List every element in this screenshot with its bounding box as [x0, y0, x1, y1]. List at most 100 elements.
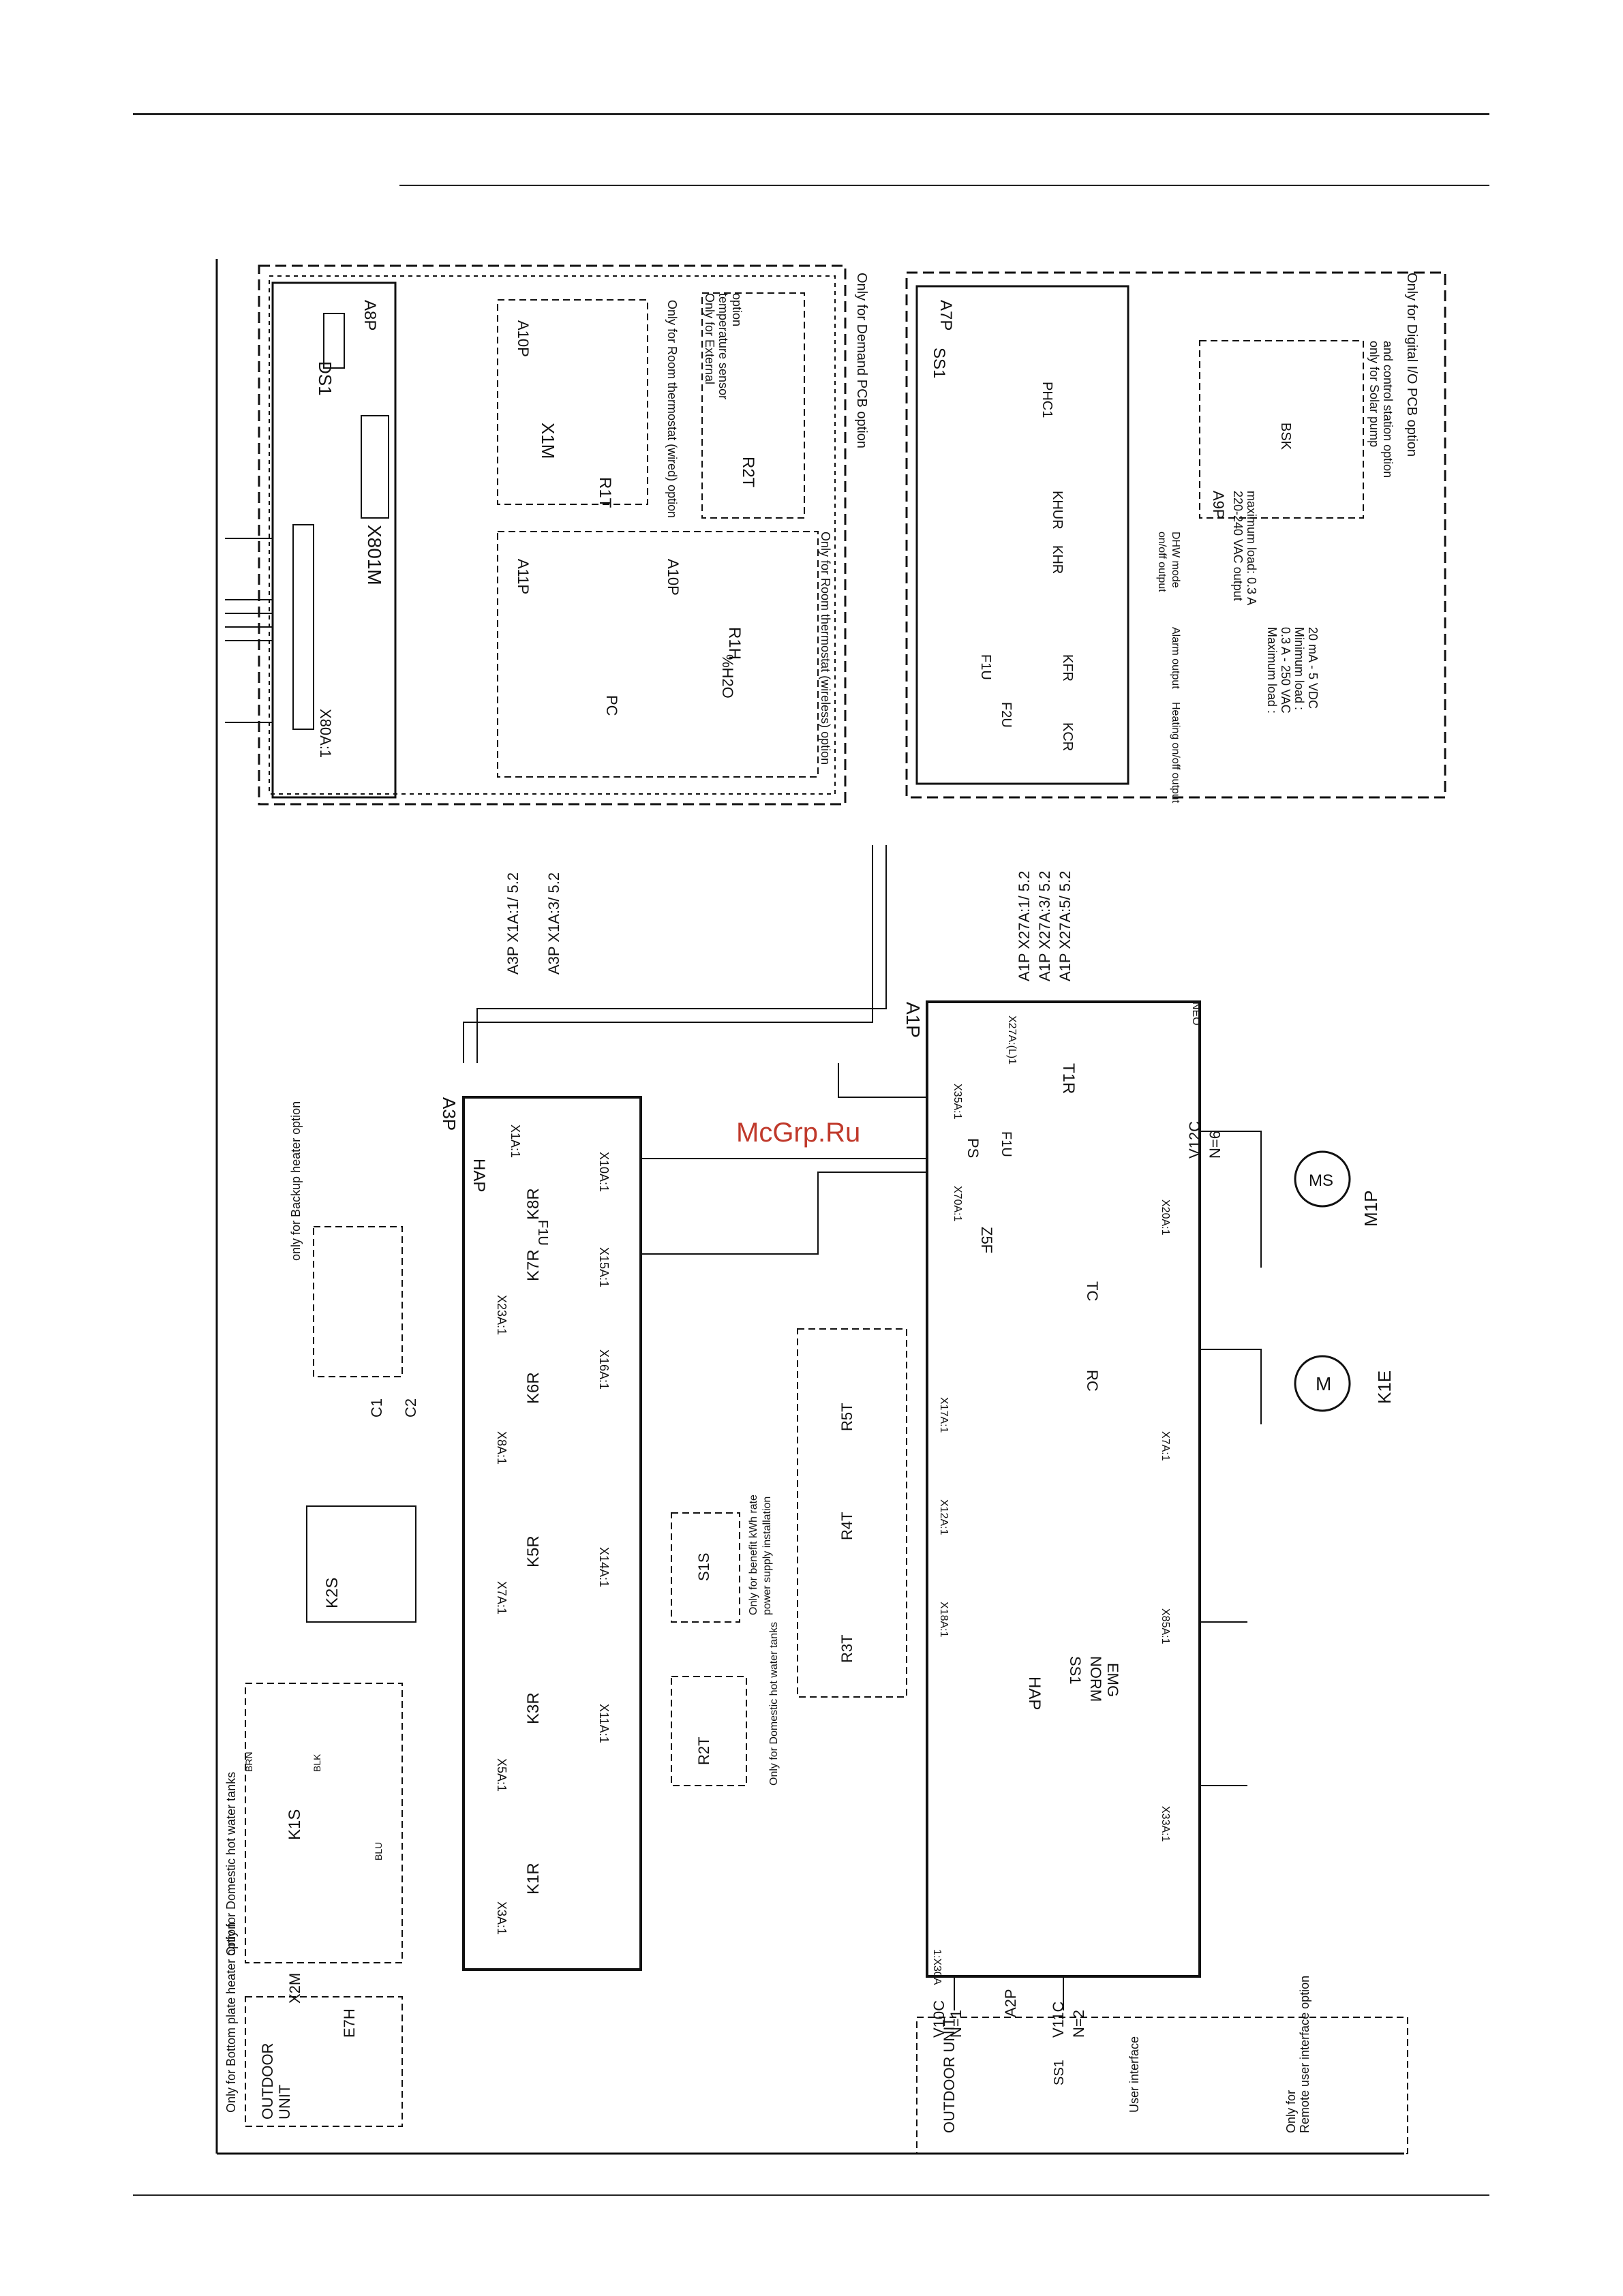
remote-ui-note-2: Remote user interface option [1298, 1976, 1311, 2133]
brn-wire: BRN [243, 1751, 254, 1772]
r5t-label: R5T [838, 1403, 855, 1431]
a7p-onoff-output: on/off output [1156, 532, 1168, 592]
ext-sensor-note-3: option [730, 293, 744, 326]
r1t-wired-label: R1T [596, 477, 614, 508]
ref-a1p-x27a-3: A1P X27A:3/ 5.2 [1036, 871, 1053, 981]
n1-label: N=1 [947, 2010, 965, 2038]
a3p-x3a: X3A:1 [495, 1901, 509, 1935]
a7p-khur: KHUR [1050, 491, 1065, 530]
thermistor-group: R5T R4T R3T [797, 1328, 907, 1698]
ref-a1p-x27a-5: A1P X27A:5/ 5.2 [1057, 871, 1074, 981]
v10c-label: V10C [930, 2000, 947, 2038]
r4t-label: R4T [838, 1512, 855, 1540]
a1p-neo: NEO [1190, 1002, 1202, 1026]
room-thermostat-wired: A10P Only for Room thermostat (wired) op… [497, 299, 679, 518]
blk-wire: BLK [312, 1754, 322, 1772]
r1h-label: R1H [725, 627, 744, 660]
a1p-ps: PS [965, 1138, 982, 1158]
a3p-x8a: X8A:1 [495, 1431, 509, 1465]
a3p-x23a: X23A:1 [495, 1295, 509, 1335]
k1e-motor: M K1E [1294, 1355, 1395, 1412]
a7p-khr: KHR [1050, 545, 1065, 574]
a1p-x7a: X7A:1 [1159, 1431, 1171, 1461]
backup-heater-note: only for Backup heater option [289, 1101, 303, 1261]
a3p-x15a: X15A:1 [597, 1247, 611, 1287]
a1p-t1r: T1R [1059, 1063, 1078, 1094]
a7p-load-6: 20 mA - 5 VDC [1306, 627, 1320, 709]
dhw-tanks-note: Only for Domestic hot water tanks [224, 1772, 238, 1956]
a7p-load-1: 220-240 VAC output [1231, 491, 1245, 601]
a1p-ss1: SS1 [1067, 1656, 1084, 1685]
a8p-ds1-label: DS1 [315, 361, 335, 396]
a8p-title: A8P [361, 300, 379, 331]
a8p-x801m-label: X801M [364, 525, 385, 585]
v12c-label: V12C [1186, 1121, 1203, 1159]
e7h-label: E7H [341, 2008, 358, 2038]
a3p-hap-label: HAP [470, 1159, 488, 1192]
n2-label: N=2 [1070, 2010, 1087, 2038]
header-rule-top [133, 113, 1489, 115]
a8p-ds1-switch [323, 313, 345, 369]
m1p-ms-label: MS [1309, 1172, 1333, 1190]
a1p-board: A1P HAP SS1 NORM EMG PS Z5F F1U T1R TC R… [902, 1000, 1202, 1985]
a7p-dhw-mode: DHW mode [1170, 532, 1181, 588]
k1s-label: K1S [286, 1809, 304, 1840]
x2m-bph-label: X2M [286, 1973, 303, 2004]
a1p-emg: EMG [1104, 1663, 1121, 1697]
ref-a3p-x1a-3: A3P X1A:3/ 5.2 [545, 872, 562, 975]
capacitors: C1 C2 [368, 1398, 419, 1418]
k1e-label: K1E [1374, 1371, 1395, 1404]
benefit-note-2: power supply installation [761, 1497, 773, 1615]
blu-wire: BLU [373, 1842, 384, 1861]
user-interface-block: OUTDOOR UNIT A2P SS1 User interface Only… [916, 1976, 1408, 2154]
a1p-x30a: 1:X30A [931, 1949, 943, 1985]
a1p-norm: NORM [1087, 1656, 1104, 1702]
m1p-label: M1P [1361, 1191, 1381, 1227]
a9p-note-2: and control station option [1381, 341, 1395, 478]
r3t-label: R3T [838, 1634, 855, 1663]
diagram-frame [215, 259, 1404, 2155]
a7p-kcr: KCR [1060, 722, 1075, 751]
a7p-heating-output: Heating on/off output [1170, 702, 1181, 803]
a9p-bsk: BSK [1278, 423, 1293, 450]
a1p-x12a: X12A:1 [938, 1499, 950, 1535]
a3p-x10a: X10A:1 [597, 1152, 611, 1192]
a8p-x801m-block [361, 415, 389, 519]
a8p-x80a-block [292, 524, 314, 730]
a7p-load-2: maximum load: 0.3 A [1245, 491, 1258, 605]
a7p-kfr: KFR [1060, 654, 1075, 682]
a7p-f2u: F2U [999, 702, 1014, 728]
a3p-x14a: X14A:1 [597, 1547, 611, 1587]
a7p-load-4: 0.3 A - 250 VAC [1279, 627, 1292, 714]
relay-k3r: K3R [524, 1692, 543, 1724]
dhw-sensor-note: Only for Domestic hot water tanks [768, 1622, 780, 1786]
a1p-x27a: X27A:(L)1 [1006, 1015, 1018, 1065]
watermark: McGrp.Ru [736, 1118, 861, 1148]
a11p-label: A11P [515, 559, 532, 594]
ref-a3p-x1a-1: A3P X1A:1/ 5.2 [504, 872, 521, 975]
v11c-label: V11C [1050, 2001, 1067, 2038]
benefit-note-1: Only for benefit kWh rate [748, 1495, 759, 1615]
a3p-f1u-label: F1U [535, 1220, 550, 1246]
r2t-ext-label: R2T [739, 457, 757, 488]
header-rule-section [399, 185, 1489, 186]
a7p-phc1: PHC1 [1040, 382, 1055, 418]
a8p-option-note: Only for Demand PCB option [854, 273, 869, 448]
backup-heater-option: only for Backup heater option [289, 1101, 403, 1377]
a7p-load-3: Maximum load : [1265, 627, 1279, 714]
a1p-x33a: X33A:1 [1159, 1806, 1171, 1842]
a1p-x17a: X17A:1 [938, 1397, 950, 1433]
a8p-option-box: A8P Only for Demand PCB option DS1 X801M… [225, 264, 869, 806]
a3p-board: A3P HAP F1U X1A:1 X10A:1 X15A:1 X16A:1 X… [439, 1096, 642, 1971]
a1p-title: A1P [902, 1002, 924, 1038]
a1p-x20a: X20A:1 [1159, 1199, 1171, 1236]
dhw-sensor-option: R2T Only for Domestic hot water tanks [671, 1622, 780, 1786]
a1p-x85a: X85A:1 [1159, 1608, 1171, 1644]
bottom-plate-heater-option: Only for Bottom plate heater option OUTD… [224, 1923, 403, 2127]
relay-k6r: K6R [524, 1372, 543, 1404]
relay-k7r: K7R [524, 1249, 543, 1281]
benefit-kwh-option: S1S Only for benefit kWh rate power supp… [671, 1495, 773, 1623]
a8p-x80a-label: X80A:1 [317, 709, 334, 758]
